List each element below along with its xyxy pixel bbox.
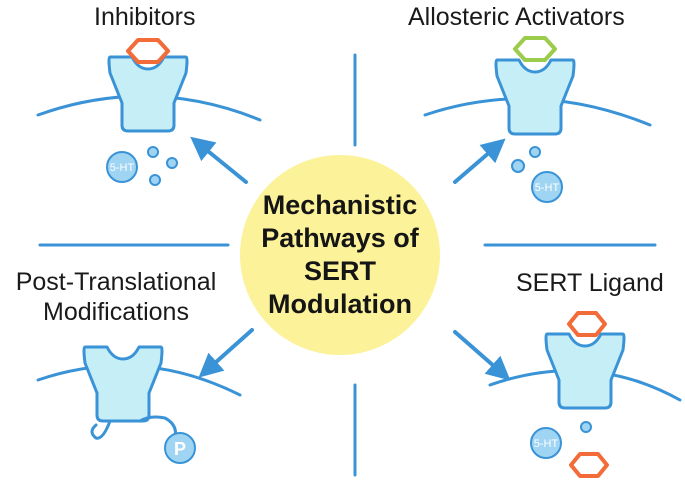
ptm-title-line-2: Modifications xyxy=(43,298,189,326)
transporter-inhibitors xyxy=(107,55,189,133)
transporter-ptm xyxy=(82,345,164,423)
center-title-line-3: SERT xyxy=(303,256,376,286)
ligand-title: SERT Ligand xyxy=(516,269,664,297)
serotonin-dot xyxy=(529,146,541,158)
serotonin-molecule xyxy=(531,171,563,203)
activator-hexagon-icon xyxy=(513,36,557,62)
serotonin-dot xyxy=(147,146,159,158)
ptm-panel: P xyxy=(36,328,254,464)
arrow-to-inhibitors xyxy=(190,136,248,184)
ligand-hexagon-icon xyxy=(569,452,609,478)
arrow-to-allosteric xyxy=(453,138,506,184)
serotonin-label: 5-HT xyxy=(534,438,559,450)
inhibitors-panel: 5-HT xyxy=(36,38,262,186)
serotonin-dot xyxy=(149,174,161,186)
phosphorylation-tether xyxy=(138,415,177,440)
serotonin-label: 5-HT xyxy=(535,182,560,194)
center-circle: Mechanistic Pathways of SERT Modulation xyxy=(240,155,440,355)
serotonin-dot xyxy=(511,159,525,173)
center-title-line-1: Mechanistic xyxy=(262,190,418,220)
center-title-line-4: Modulation xyxy=(268,289,412,319)
transporter-ligand xyxy=(544,332,626,410)
serotonin-molecule xyxy=(530,427,562,459)
inhibitor-hexagon-icon xyxy=(126,38,170,64)
transporter-allosteric xyxy=(494,58,576,136)
arrow-to-ptm xyxy=(198,328,254,378)
serotonin-dot xyxy=(580,421,592,433)
serotonin-molecule xyxy=(106,151,138,183)
center-title: Mechanistic Pathways of SERT Modulation xyxy=(261,189,419,321)
ligand-panel: 5-HT xyxy=(453,311,682,478)
inhibitors-title: Inhibitors xyxy=(94,3,196,31)
phosphate-label: P xyxy=(174,439,186,459)
allosteric-title: Allosteric Activators xyxy=(408,3,625,31)
arrow-to-ligand xyxy=(453,330,511,381)
ligand-hexagon-icon xyxy=(567,311,607,337)
ptm-title-line-1: Post-Translational xyxy=(15,268,217,296)
allosteric-panel: 5-HT xyxy=(423,36,652,203)
center-title-line-2: Pathways of xyxy=(261,223,419,253)
ptm-title: Post-Translational Modifications xyxy=(0,267,232,327)
serotonin-dot xyxy=(166,157,178,169)
phosphorylation-tether xyxy=(90,419,112,440)
serotonin-label: 5-HT xyxy=(110,162,135,174)
phosphate-icon xyxy=(164,432,196,464)
